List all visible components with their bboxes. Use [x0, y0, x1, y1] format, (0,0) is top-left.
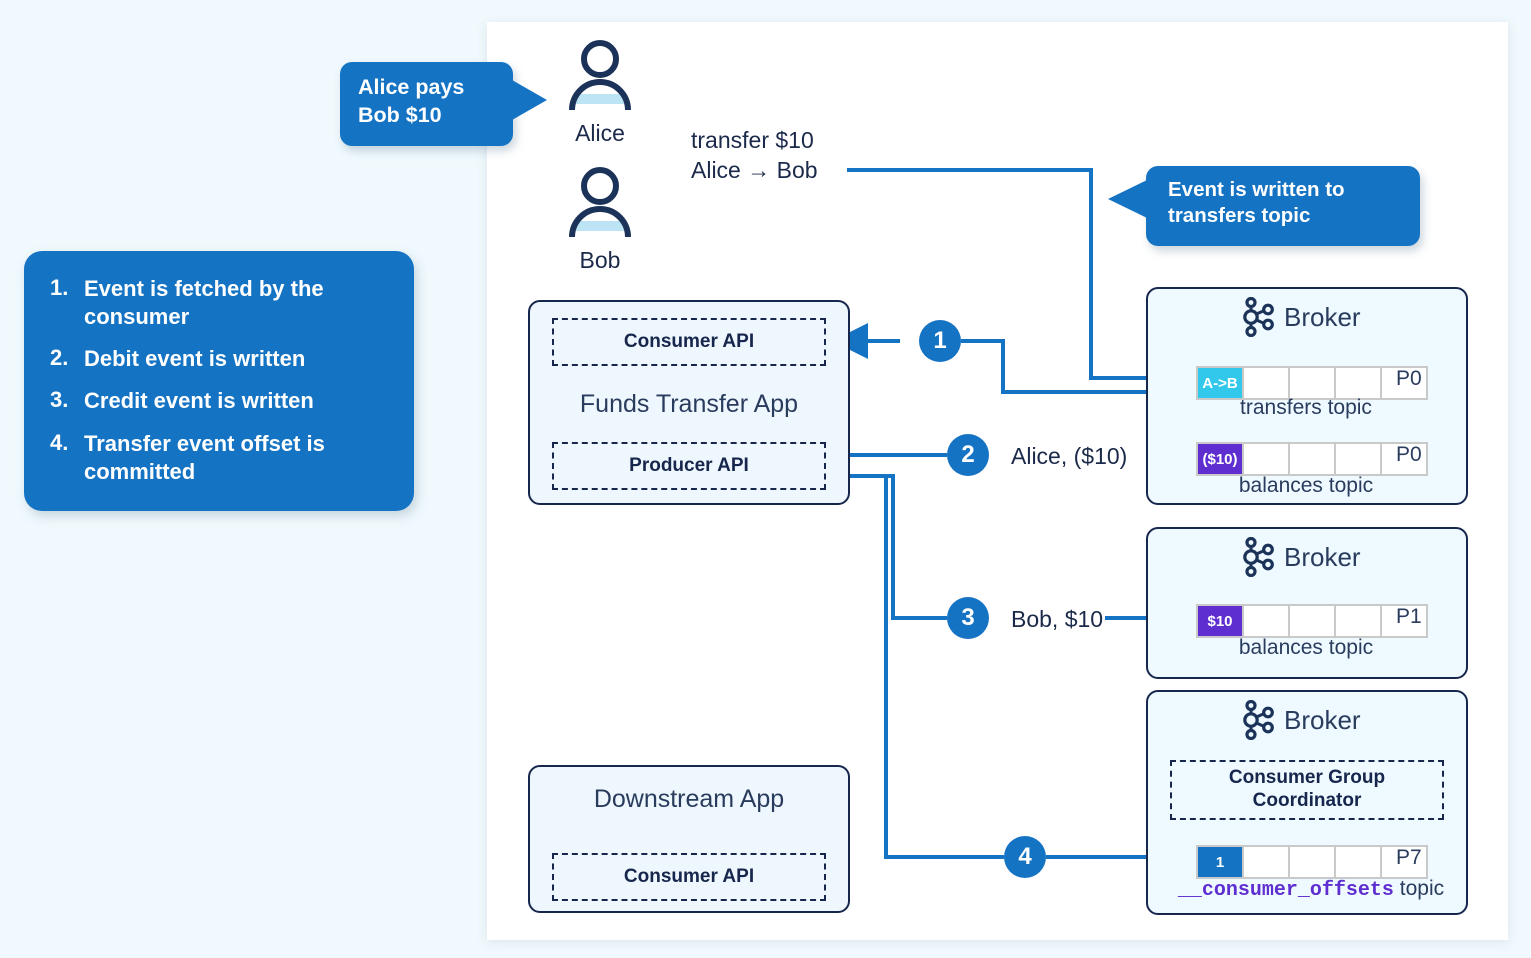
partition-cell — [1336, 368, 1380, 398]
broker-3-header: Broker — [1242, 700, 1361, 740]
person-icon — [569, 40, 631, 111]
step-number: 1. — [50, 275, 69, 300]
partition-cell — [1290, 368, 1334, 398]
step-marker-3: 3 — [947, 597, 989, 639]
step-item: 1. Event is fetched by the consumer — [50, 275, 394, 331]
callout-alice-text: Alice pays Bob $10 — [358, 75, 465, 127]
partition-cell — [1336, 444, 1380, 474]
step-label: Transfer event offset is committed — [84, 430, 325, 484]
steps-card: 1. Event is fetched by the consumer 2. D… — [24, 251, 414, 511]
broker-2-header: Broker — [1242, 537, 1361, 577]
partition-cell — [1382, 606, 1426, 636]
partition-cell — [1336, 606, 1380, 636]
topic-name-mono: __consumer_offsets — [1177, 879, 1394, 902]
step-number: 3. — [50, 387, 69, 413]
kafka-logo-icon — [1243, 700, 1274, 740]
partition-cell — [1382, 444, 1426, 474]
partition-cell — [1244, 606, 1288, 636]
step-label: Event is fetched by the consumer — [84, 276, 324, 330]
callout-event-written: Event is written to transfers topic — [1108, 166, 1420, 246]
partition-id: P0 — [1396, 443, 1422, 466]
partition-id: P0 — [1396, 367, 1422, 390]
funds-consumer-api[interactable]: Consumer API — [552, 318, 826, 366]
topic-label-transfers: transfers topic — [1240, 396, 1372, 419]
partition-cell — [1290, 606, 1334, 636]
step-number: 2. — [50, 345, 69, 371]
partition-consumer-offsets-p7: 1 — [1196, 845, 1428, 879]
broker-name: Broker — [1284, 704, 1361, 735]
partition-cell — [1244, 847, 1288, 877]
step-label: Debit event is written — [84, 346, 306, 372]
step-marker-4: 4 — [1004, 836, 1046, 878]
downstream-app-title: Downstream App — [593, 785, 785, 813]
partition-cell — [1336, 847, 1380, 877]
broker-2 — [1146, 527, 1468, 679]
partition-transfers-p0: A->B — [1196, 366, 1428, 400]
callout-alice-pays: Alice pays Bob $10 — [340, 62, 547, 146]
partition-id: P1 — [1396, 605, 1422, 628]
person-alice: Alice — [563, 38, 637, 147]
partition-cell: ($10) — [1198, 444, 1242, 474]
callout-event-text: Event is written to transfers topic — [1168, 178, 1345, 228]
topic-label-consumer-offsets: __consumer_offsets topic — [1166, 877, 1456, 902]
step-marker-2: 2 — [947, 434, 989, 476]
downstream-app — [528, 765, 850, 913]
partition-cell: 1 — [1198, 847, 1242, 877]
topic-suffix: topic — [1393, 877, 1445, 900]
funds-transfer-app — [528, 300, 850, 505]
transfer-event-label: transfer $10 Alice → Bob — [691, 127, 818, 183]
edge-label-credit: Bob, $10 — [1011, 606, 1104, 632]
person-name: Bob — [579, 247, 621, 273]
person-icon — [569, 167, 631, 238]
kafka-logo-icon — [1243, 297, 1274, 337]
callout-tail — [1108, 180, 1147, 218]
funds-producer-api[interactable]: Producer API — [552, 442, 826, 490]
broker-name: Broker — [1284, 301, 1361, 332]
partition-cell — [1290, 847, 1334, 877]
partition-cell — [1290, 444, 1334, 474]
broker-1-header: Broker — [1242, 297, 1361, 337]
partition-cell — [1244, 368, 1288, 398]
partition-cell: $10 — [1198, 606, 1242, 636]
step-number: 4. — [50, 429, 69, 455]
step-item: 4. Transfer event offset is committed — [50, 430, 394, 486]
person-name: Alice — [575, 120, 625, 146]
partition-balances-p1: $10 — [1196, 604, 1428, 638]
topic-label-balances-p1: balances topic — [1238, 636, 1374, 659]
topic-label-balances-p0: balances topic — [1238, 474, 1374, 497]
step-marker-1: 1 — [919, 320, 961, 362]
partition-cell: A->B — [1198, 368, 1242, 398]
partition-cell — [1382, 847, 1426, 877]
partition-cell — [1244, 444, 1288, 474]
consumer-group-coordinator: Consumer Group Coordinator — [1170, 760, 1444, 820]
callout-tail — [512, 80, 547, 120]
broker-name: Broker — [1284, 541, 1361, 572]
person-bob: Bob — [563, 165, 637, 274]
kafka-logo-icon — [1243, 537, 1274, 577]
downstream-consumer-api[interactable]: Consumer API — [552, 853, 826, 901]
step-item: 3. Credit event is written — [50, 387, 394, 415]
edge-label-debit: Alice, ($10) — [1011, 443, 1128, 469]
step-item: 2. Debit event is written — [50, 345, 394, 373]
funds-transfer-app-title: Funds Transfer App — [579, 390, 799, 418]
partition-id: P7 — [1396, 846, 1422, 869]
partition-balances-p0: ($10) — [1196, 442, 1428, 476]
partition-cell — [1382, 368, 1426, 398]
step-label: Credit event is written — [84, 388, 314, 414]
